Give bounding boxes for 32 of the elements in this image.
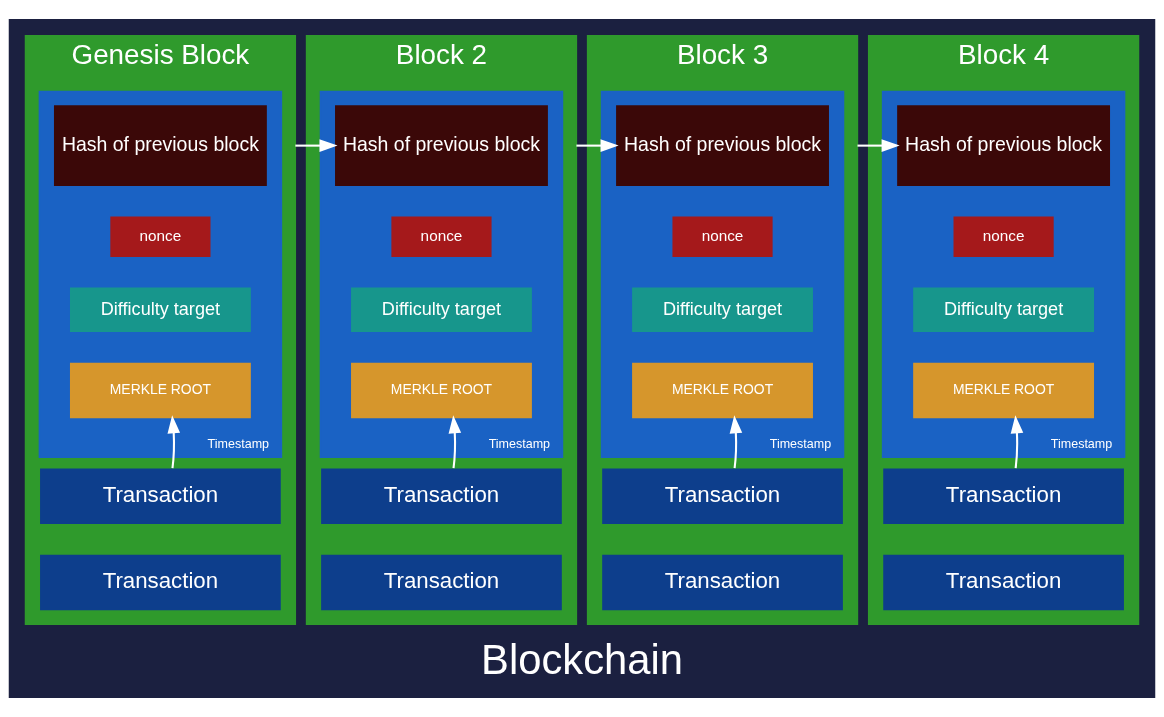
node-box: Transaction <box>321 468 562 525</box>
node-box: nonce <box>953 216 1054 257</box>
arrow <box>1010 415 1024 469</box>
node-box: Difficulty target <box>69 287 251 333</box>
node-box: Hash of previous block <box>335 105 548 186</box>
node-box: Transaction <box>321 554 562 611</box>
node-box: Hash of previous block <box>897 105 1111 186</box>
node-box: Transaction <box>40 468 281 525</box>
arrow <box>167 415 181 469</box>
arrow <box>576 139 619 152</box>
node-box: Difficulty target <box>632 287 813 333</box>
node-box: nonce <box>110 216 211 257</box>
node-box: Difficulty target <box>351 287 532 333</box>
node-box: nonce <box>391 216 492 257</box>
node-box: MERKLE ROOT <box>913 362 1095 419</box>
node-box: Transaction <box>883 468 1124 525</box>
node-box: MERKLE ROOT <box>351 362 532 419</box>
node-box: Difficulty target <box>913 287 1095 333</box>
node-box: Transaction <box>40 554 281 611</box>
node-box: Hash of previous block <box>53 105 267 186</box>
node-box: Hash of previous block <box>616 105 829 186</box>
arrow <box>448 415 462 469</box>
node-box: MERKLE ROOT <box>69 362 251 419</box>
node-box: MERKLE ROOT <box>632 362 813 419</box>
node-box: Transaction <box>883 554 1124 611</box>
node-box: Transaction <box>602 554 843 611</box>
arrow <box>857 139 900 152</box>
arrow <box>729 415 743 469</box>
node-box: nonce <box>672 216 773 257</box>
arrow <box>295 139 338 152</box>
node-box: Transaction <box>602 468 843 525</box>
caption: Blockchain <box>481 636 683 684</box>
